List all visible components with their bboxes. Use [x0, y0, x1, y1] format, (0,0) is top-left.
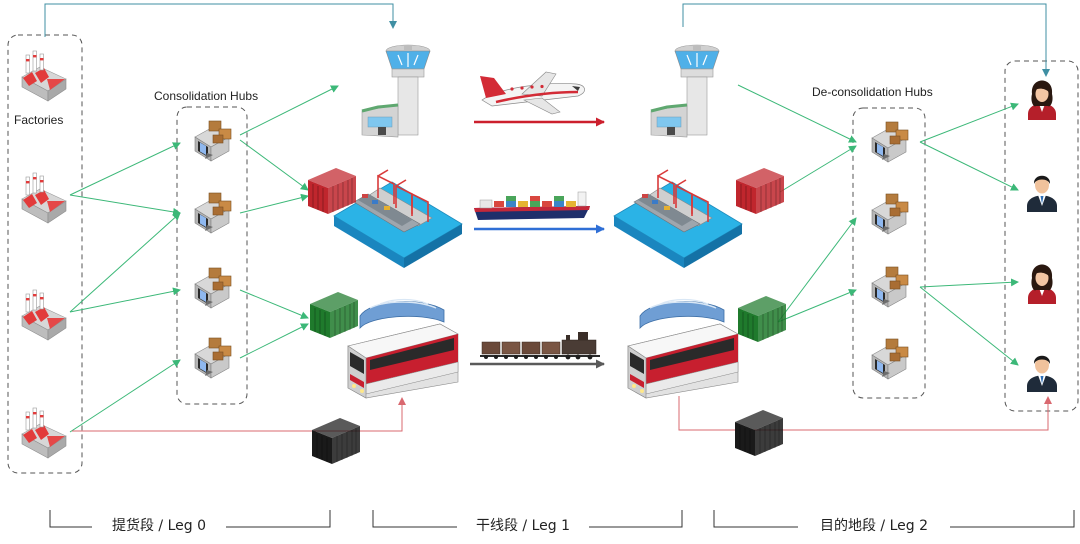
black-shipping-container-icon	[311, 417, 361, 465]
customer-person-icon	[1027, 355, 1057, 392]
consolidation-hubs-label: Consolidation Hubs	[154, 89, 258, 103]
factories-label: Factories	[14, 113, 63, 127]
leg0-flow-arrows	[69, 85, 339, 433]
direct-rail-to-customer-route	[678, 396, 1052, 431]
factories-group-box	[7, 34, 83, 474]
deconsolidation-hub-icon	[871, 121, 909, 163]
consolidation-hub-icon	[194, 337, 232, 379]
customer-person-icon	[1027, 175, 1057, 212]
freight-train-icon	[479, 331, 601, 361]
deconsolidation-hub-icon	[871, 266, 909, 308]
factory-icon	[21, 289, 67, 341]
consolidation-hub-icon	[194, 120, 232, 162]
deconsolidation-hub-icon	[871, 193, 909, 235]
direct-factory-to-rail-route	[72, 397, 406, 432]
consolidation-hubs-group-box	[176, 106, 248, 405]
factory-icon	[21, 172, 67, 224]
consolidation-hub-icon	[194, 192, 232, 234]
consolidation-hub-icon	[194, 267, 232, 309]
leg0-label-backdrop	[92, 513, 226, 537]
origin-control-tower-icon	[360, 43, 432, 139]
green-shipping-container-icon	[737, 295, 787, 343]
black-shipping-container-icon	[734, 409, 784, 457]
airplane-icon	[478, 70, 586, 116]
destination-container-port-icon	[613, 169, 743, 269]
destination-control-tower-icon	[649, 43, 721, 139]
customer-person-icon	[1028, 80, 1056, 120]
leg2-label-backdrop	[798, 513, 950, 537]
green-shipping-container-icon	[309, 291, 359, 339]
deconsolidation-hubs-label: De-consolidation Hubs	[812, 85, 933, 99]
leg1-label: 干线段 / Leg 1	[476, 518, 570, 534]
origin-train-station-icon	[347, 298, 459, 399]
leg0-label: 提货段 / Leg 0	[112, 517, 206, 534]
cargo-ship-icon	[473, 191, 591, 221]
deconsolidation-hub-icon	[871, 338, 909, 380]
leg1-label-backdrop	[457, 513, 589, 537]
destination-train-station-icon	[627, 298, 739, 399]
leg2-label: 目的地段 / Leg 2	[820, 518, 928, 534]
factory-icon	[21, 407, 67, 459]
customer-person-icon	[1028, 264, 1056, 304]
leg2-flow-arrows	[737, 84, 1019, 366]
destination-tower-to-customers-route	[682, 3, 1050, 77]
deconsolidation-hubs-group-box	[852, 107, 926, 399]
factories-to-origin-tower-route	[44, 3, 397, 37]
factory-icon	[21, 50, 67, 102]
red-shipping-container-icon	[735, 167, 785, 215]
